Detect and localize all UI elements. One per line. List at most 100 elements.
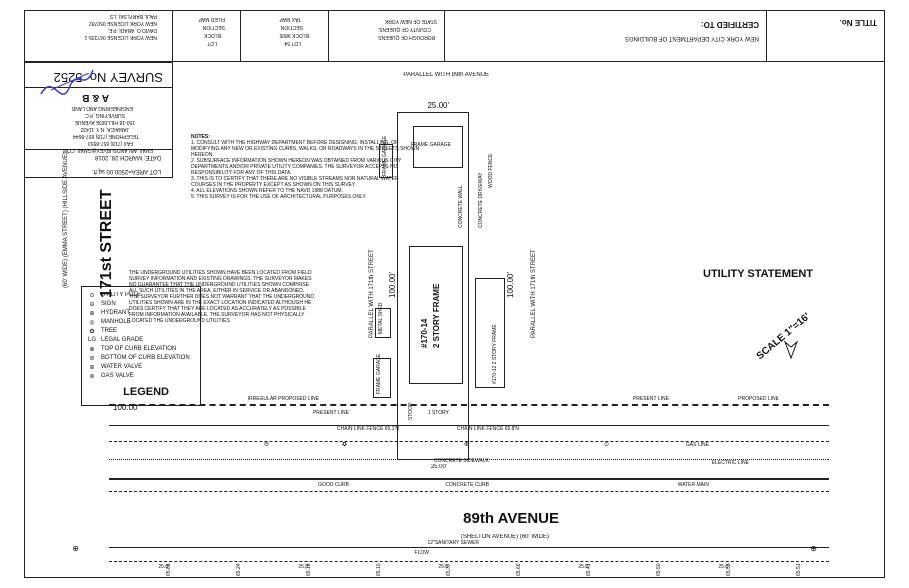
filed-block-label: BLOCK xyxy=(204,32,221,38)
tree-icon: ✿ xyxy=(341,440,347,446)
legend-list: ⊙UTILITY POLE ⊖SIGN ⊕HYDRANT ◎MANHOLE ✿T… xyxy=(87,292,197,382)
tax-lot-label: LOT 54 xyxy=(284,40,301,46)
water-main-label: WATER MAIN xyxy=(677,482,709,488)
legend-item: ⊘BOTTOM OF CURB ELEVATION xyxy=(87,355,197,364)
water-main-line xyxy=(109,491,829,492)
sign-icon: ⊖ xyxy=(263,440,269,446)
main-avenue-name: 89th AVENUE xyxy=(463,510,559,527)
legend-item: ✿TREE xyxy=(87,328,197,337)
concrete-wall-label: CONCRETE WALL xyxy=(458,185,464,228)
borough-label: BOROUGH OF QUEENS xyxy=(378,34,435,40)
far-curb-line xyxy=(109,561,829,562)
rear-garage-label: FRAME GARAGE xyxy=(410,142,451,148)
proposed-line-label: PROPOSED LINE xyxy=(738,396,779,402)
legend-item: ⊛WATER VALVE xyxy=(87,364,197,373)
manhole-icon: ◎ xyxy=(89,320,95,326)
firm-line-1: ENGINEERING AND LAND xyxy=(71,105,133,111)
lot-depth-right: 100.00' xyxy=(506,272,515,298)
lot-area: LOT AREA=2500.00 sq.ft. xyxy=(91,168,161,174)
hydrant-icon: ⊕ xyxy=(89,311,95,317)
lot-width-bottom: 25.00' xyxy=(430,464,447,470)
surveyor-name-1: PAUL BARYLSKI, LS xyxy=(109,13,157,19)
certified-to-value: NEW YORK CITY DEPARTMENT OF BUILDINGS xyxy=(624,35,759,41)
legend-item: ⊗TOP OF CURB ELEVATION xyxy=(87,346,197,355)
surveyor-license-1: NEW YORK LICENSE 050782 xyxy=(89,20,157,26)
tax-block-label: BLOCK 9805 xyxy=(279,32,309,38)
firm-line-4: JAMAICA, N.Y. 11432 xyxy=(80,126,129,132)
gas-line-label: GAS LINE xyxy=(685,442,709,448)
concrete-driveway-label: CONCRETE DRIVEWAY xyxy=(478,172,484,228)
tree-icon: ✿ xyxy=(89,329,95,335)
manhole-icon: ⊕ xyxy=(810,544,817,553)
firm-line-2: SURVEYING, P.C. xyxy=(83,112,125,118)
main-building-label: 2 STORY FRAME xyxy=(432,283,441,348)
filed-map-label: FILED MAP xyxy=(198,16,225,22)
good-curb-label: GOOD CURB xyxy=(318,482,349,488)
sign-icon: ⊖ xyxy=(89,302,95,308)
present-line-label-2: PRESENT LINE xyxy=(632,396,669,402)
wood-fence-label: WOOD FENCE xyxy=(488,153,494,188)
main-building-number: #170-14 xyxy=(420,318,429,348)
top-curb-icon: ⊗ xyxy=(89,347,95,353)
elevation-label: 65.50 xyxy=(656,563,662,576)
legal-grade-icon: LG xyxy=(87,337,96,343)
firm-line-7: EMAIL ABLANDSURVEY@GMAIL.COM xyxy=(62,147,153,153)
elevation-label: 65.66 xyxy=(166,563,172,576)
filed-section-label: SECTION xyxy=(202,24,225,30)
legend-item: ◎MANHOLE xyxy=(87,319,197,328)
bottom-curb-icon: ⊘ xyxy=(89,356,95,362)
side-garage-label: FRAME GARAGE xyxy=(376,353,382,394)
surveyor-name-2: DAVID O. ABADI, P.E. xyxy=(107,27,157,33)
lot-width-top: 25.00' xyxy=(427,101,449,110)
curb-line xyxy=(109,478,829,480)
manhole-icon: ⊕ xyxy=(72,544,79,553)
elevation-label: 65.37 xyxy=(446,563,452,576)
county-label: COUNTY OF QUEENS xyxy=(379,26,431,32)
parallel-right: PARALLEL WITH 171th STREET xyxy=(531,249,537,338)
chain-fence-1: CHAIN LINK FENCE 65.8'N xyxy=(456,426,519,432)
elevation-label: 65.24 xyxy=(236,563,242,576)
curb-label: CONCRETE CURB xyxy=(445,482,489,488)
title-no-label: TITLE No. xyxy=(839,18,877,27)
legend-heading: LEGEND xyxy=(123,386,169,398)
legend-item: ⊕HYDRANT xyxy=(87,310,197,319)
state-label: STATE OF NEW YORK xyxy=(384,18,437,24)
elevation-label: 65.51 xyxy=(796,563,802,576)
elevation-label: 65.66 xyxy=(516,563,522,576)
legend-item: ⊖SIGN xyxy=(87,301,197,310)
present-line xyxy=(109,404,829,406)
gas-line xyxy=(109,441,829,442)
sewer-line xyxy=(109,547,829,548)
surveyor-signature-icon xyxy=(40,69,94,95)
lot-depth-left: 100.00' xyxy=(388,272,397,298)
elevation-label: 65.16 xyxy=(306,563,312,576)
firm-line-3: 150-18 HILLSIDE AVENUE xyxy=(74,119,136,125)
gas-valve-icon: ⊚ xyxy=(89,374,95,380)
survey-date: DATE: MARCH 28, 2018 xyxy=(95,154,161,160)
legend-item: ⊚GAS VALVE xyxy=(87,373,197,382)
elevation-label: 65.53 xyxy=(726,563,732,576)
elevation-label: 65.41 xyxy=(586,563,592,576)
filed-lot-label: LOT xyxy=(207,40,217,46)
utility-pole-icon: ⊙ xyxy=(89,293,95,299)
elevation-label: 65.10 xyxy=(376,563,382,576)
adjacent-building xyxy=(475,278,505,388)
sidewalk-label: CONCRETE SIDEWALK xyxy=(433,458,489,464)
side-street-alt: (60' WIDE) (EMMA STREET) (HILLSIDE AVENU… xyxy=(63,152,69,288)
sewer-label: 12"SANITARY SEWER xyxy=(427,540,479,546)
tax-map-label: TAX MAP xyxy=(279,16,301,22)
one-story-label: 1 STORY xyxy=(427,410,449,416)
firm-line-5: TELEPHONE (718) 657-8644 xyxy=(73,133,139,139)
irregular-line-label: IRREGULAR PROPOSED LINE xyxy=(247,396,319,402)
firm-line-6: FAX (718) 657-8553 xyxy=(87,140,133,146)
water-valve-icon: ⊛ xyxy=(89,365,95,371)
left-garage-label: FRAME GARAGE xyxy=(382,135,388,176)
flow-label: FLOW xyxy=(414,550,429,556)
adjacent-building-label: #170-12 2 STORY FRAME xyxy=(492,324,498,384)
utility-statement-heading: UTILITY STATEMENT xyxy=(703,268,813,280)
present-line-label: PRESENT LINE xyxy=(312,410,349,416)
chain-fence-2: CHAIN LINK FENCE 65.1'N xyxy=(336,426,399,432)
north-arrow-icon xyxy=(783,340,799,360)
